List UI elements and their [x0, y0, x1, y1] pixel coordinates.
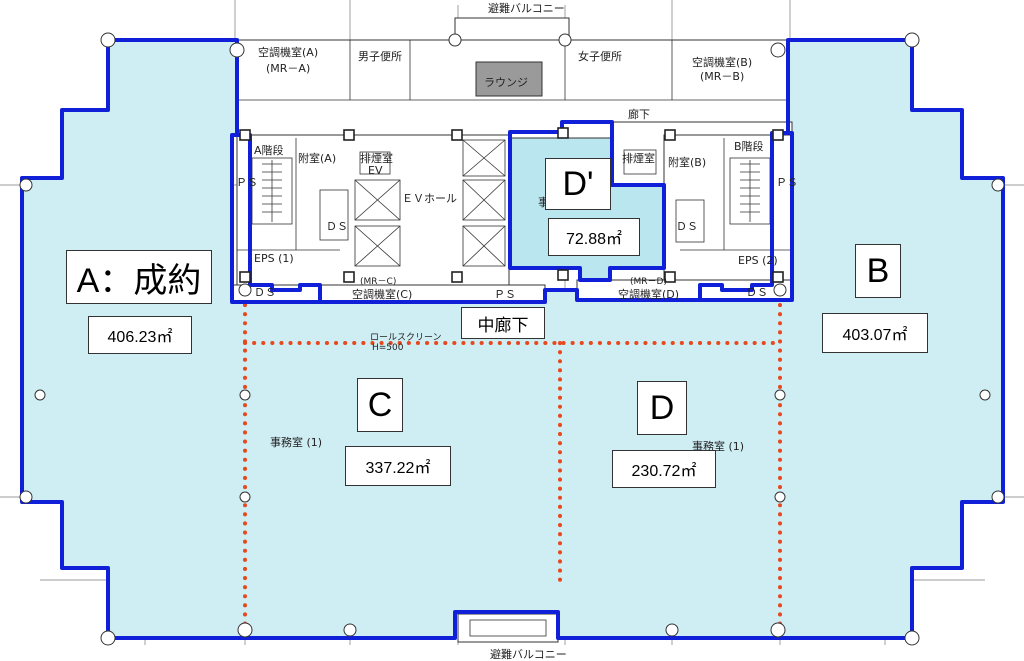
label-mr-d: 空調機室(D): [618, 287, 679, 301]
label-ev: EV: [368, 164, 383, 177]
zone-d-label: D: [637, 381, 687, 435]
label-ds-br: ＤＳ: [746, 286, 768, 299]
label-ps-l: ＰＳ: [236, 176, 258, 189]
label-mr-b-2: (MR－B): [700, 70, 744, 83]
label-ds-l: ＤＳ: [326, 220, 348, 233]
label-hall-top: 廊下: [628, 107, 650, 121]
label-mr-c-tag: (MR－C): [360, 277, 396, 287]
label-smoke-a: 排煙室: [360, 151, 393, 165]
label-stair-b: B階段: [734, 139, 764, 153]
label-dim: H=500: [372, 343, 404, 353]
label-mr-d-tag: (MR－D): [630, 277, 667, 287]
zone-d-area: 230.72㎡: [612, 450, 716, 488]
rentable-floor: [22, 40, 1003, 638]
zone-c-area: 337.22㎡: [345, 446, 451, 486]
lease-division-lines: [243, 303, 782, 637]
label-stair-a: A階段: [254, 143, 284, 157]
label-womens: 女子便所: [578, 49, 622, 63]
label-ev-hall: ＥＶホール: [402, 192, 457, 205]
perimeter-columns: [19, 32, 1005, 646]
outline-dp: [508, 120, 666, 282]
label-smoke-b: 排煙室: [622, 151, 655, 165]
zone-dp-label: D': [545, 158, 611, 210]
label-ds-bl: ＤＳ: [254, 286, 276, 299]
zone-a-label: A：成約: [66, 250, 212, 304]
label-balcony-top: 避難バルコニー: [488, 1, 565, 15]
label-mr-a-1: 空調機室(A): [258, 45, 318, 59]
zone-b-area: 403.07㎡: [822, 313, 928, 353]
label-annex-a: 附室(A): [298, 151, 336, 165]
corridor-label: 中廊下: [461, 307, 545, 339]
zone-a-area: 406.23㎡: [88, 316, 192, 354]
outline-outer: [20, 38, 1005, 640]
zone-c-label: C: [357, 378, 403, 432]
label-annex-b: 附室(B): [668, 155, 706, 169]
label-eps-1: EPS (1): [254, 252, 294, 265]
label-lounge: ラウンジ: [484, 76, 528, 89]
label-office-small: 事: [538, 196, 549, 209]
label-mr-b-1: 空調機室(B): [692, 55, 752, 69]
label-office-1: 事務室 (1): [270, 435, 322, 449]
label-ps-r: ＰＳ: [776, 176, 798, 189]
top-balcony: [454, 17, 570, 41]
bottom-balcony: [457, 613, 559, 643]
core-columns: [239, 127, 784, 283]
label-shutter: ロールスクリーン: [370, 332, 442, 343]
label-mens: 男子便所: [358, 50, 402, 63]
zone-b-label: B: [855, 244, 901, 298]
label-eps-2: EPS (2): [738, 254, 778, 267]
label-ds-r: ＤＳ: [676, 220, 698, 233]
lounge-area: [475, 61, 543, 97]
label-mr-c: 空調機室(C): [352, 287, 412, 301]
label-mr-a-2: (MR－A): [266, 62, 310, 75]
label-balcony-bottom: 避難バルコニー: [490, 647, 567, 661]
label-office-2: 事務室 (1): [692, 439, 744, 453]
room-labels: 空調機室(A) (MR－A) 男子便所 ラウンジ 女子便所 空調機室(B) (M…: [236, 1, 798, 661]
label-ps-c: ＰＳ: [494, 288, 516, 301]
zone-dp-area: 72.88㎡: [548, 218, 640, 256]
